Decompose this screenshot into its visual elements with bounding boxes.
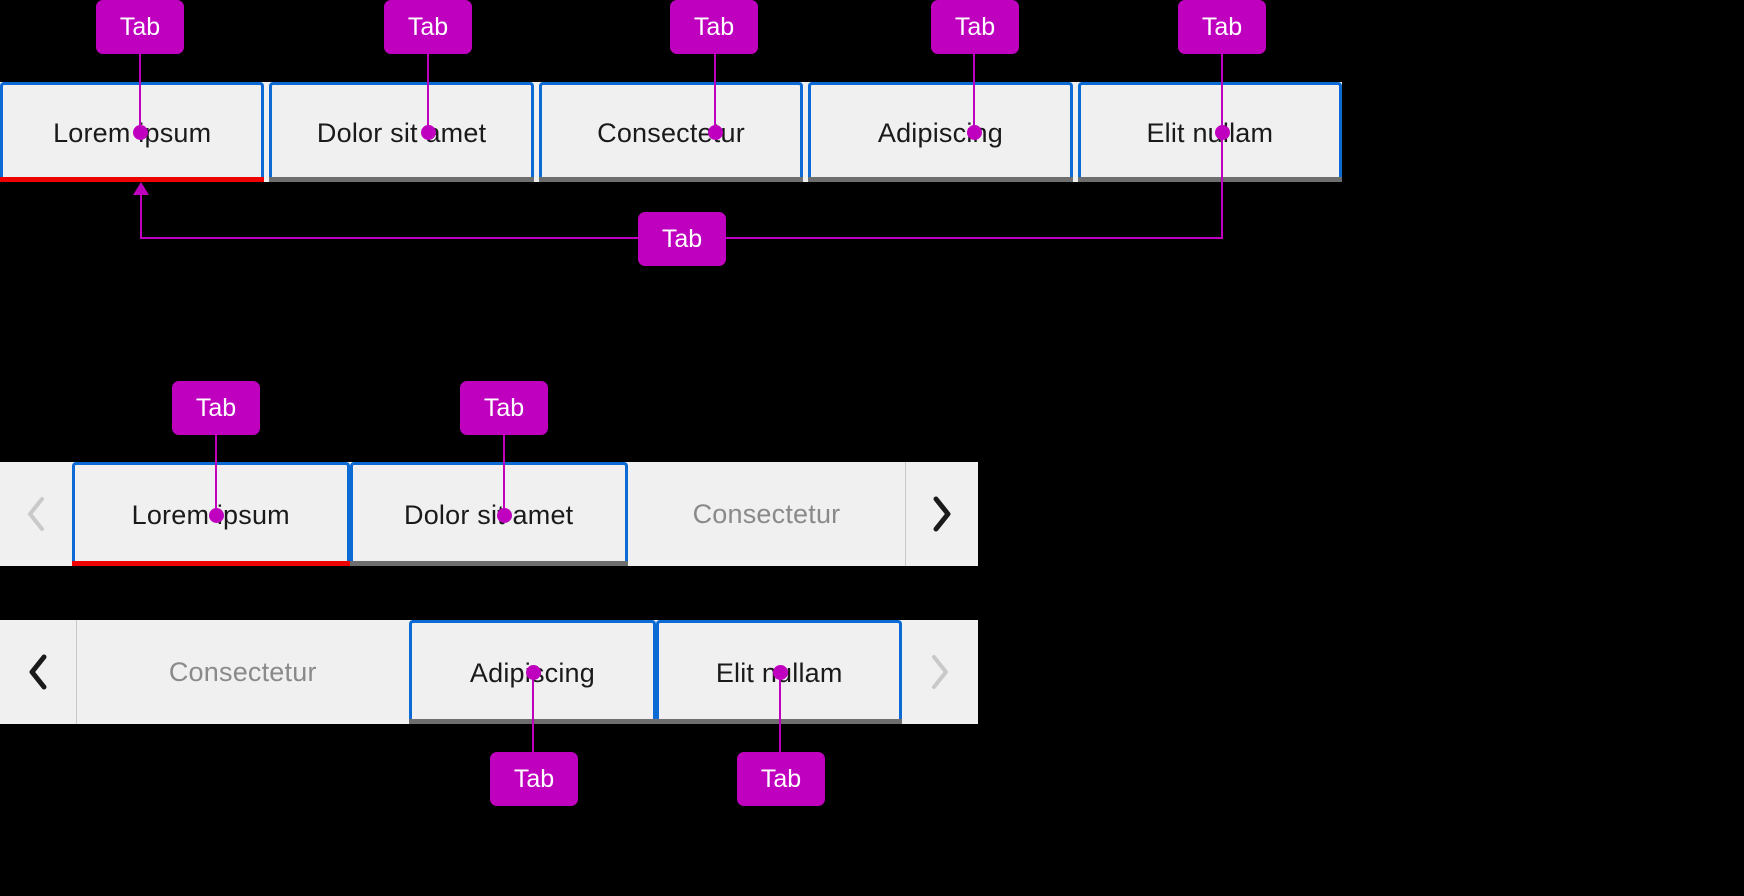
tab-label: Elit nullam [1146, 118, 1274, 148]
annotation-connector [714, 52, 716, 132]
tab-label: Dolor sit amet [316, 118, 487, 148]
tab-label: Dolor sit amet [404, 500, 574, 530]
annotation-target-dot [708, 125, 723, 140]
annotation-connector [532, 672, 534, 756]
annotation-badge-tab: Tab [1178, 0, 1266, 54]
tab-label: Adipiscing [877, 118, 1003, 148]
annotation-connector [973, 52, 975, 132]
chevron-left-icon[interactable] [0, 462, 72, 566]
annotation-badge-tab: Tab [737, 752, 825, 806]
tab-consectetur[interactable]: Consectetur [538, 82, 804, 182]
tab-lorem-ipsum[interactable]: Lorem ipsum [0, 82, 265, 182]
annotation-connector [1221, 52, 1223, 238]
annotation-badge-tab: Tab [384, 0, 472, 54]
chevron-left-icon[interactable] [0, 620, 76, 724]
annotation-badge-tab: Tab [670, 0, 758, 54]
tablist-scrollable-start: Lorem ipsum Dolor sit amet Consectetur [0, 462, 978, 566]
annotation-connector [503, 434, 505, 514]
annotation-badge-tab: Tab [931, 0, 1019, 54]
annotation-target-dot [133, 125, 148, 140]
tab-label: Consectetur [168, 656, 317, 687]
annotation-connector [779, 672, 781, 756]
annotation-target-dot [421, 125, 436, 140]
annotation-target-dot [497, 508, 512, 523]
tab-label: Consectetur [692, 498, 841, 529]
annotation-target-dot [209, 508, 224, 523]
tab-selected-underline [0, 177, 265, 182]
annotation-badge-tab: Tab [96, 0, 184, 54]
tab-elit-nullam[interactable]: Elit nullam [1077, 82, 1343, 182]
annotation-badge-tab: Tab [490, 752, 578, 806]
tab-dolor-sit-amet[interactable]: Dolor sit amet [269, 82, 534, 182]
annotation-connector-wrap [140, 190, 142, 238]
chevron-right-icon[interactable] [906, 462, 978, 566]
annotation-target-dot [967, 125, 982, 140]
annotation-target-dot [1215, 125, 1230, 140]
tab-underline [538, 177, 804, 182]
divider [75, 620, 77, 724]
tab-underline [349, 561, 628, 566]
chevron-right-icon[interactable] [902, 620, 978, 724]
tab-underline [269, 177, 534, 182]
annotation-target-dot [526, 665, 541, 680]
tab-selected-underline [71, 561, 350, 566]
annotation-connector [139, 52, 141, 132]
annotation-arrow-up [133, 182, 149, 195]
tablist-full-width: Lorem ipsum Dolor sit amet Consectetur A… [0, 82, 1343, 182]
divider [905, 462, 907, 566]
annotation-badge-tab: Tab [638, 212, 726, 266]
tablist-scrollable-end: Consectetur Adipiscing Elit nullam [0, 620, 978, 724]
annotation-connector [427, 52, 429, 132]
annotation-target-dot [773, 665, 788, 680]
annotation-badge-tab: Tab [172, 381, 260, 435]
tab-adipiscing[interactable]: Adipiscing [808, 82, 1073, 182]
annotation-connector [215, 434, 217, 514]
annotation-badge-tab: Tab [460, 381, 548, 435]
tab-underline [808, 177, 1073, 182]
tab-label: Lorem ipsum [53, 118, 212, 148]
tab-underline [1077, 177, 1343, 182]
tab-dolor-sit-amet[interactable]: Dolor sit amet [349, 462, 628, 566]
tab-consectetur[interactable]: Consectetur [627, 462, 906, 566]
tab-consectetur[interactable]: Consectetur [76, 620, 409, 724]
